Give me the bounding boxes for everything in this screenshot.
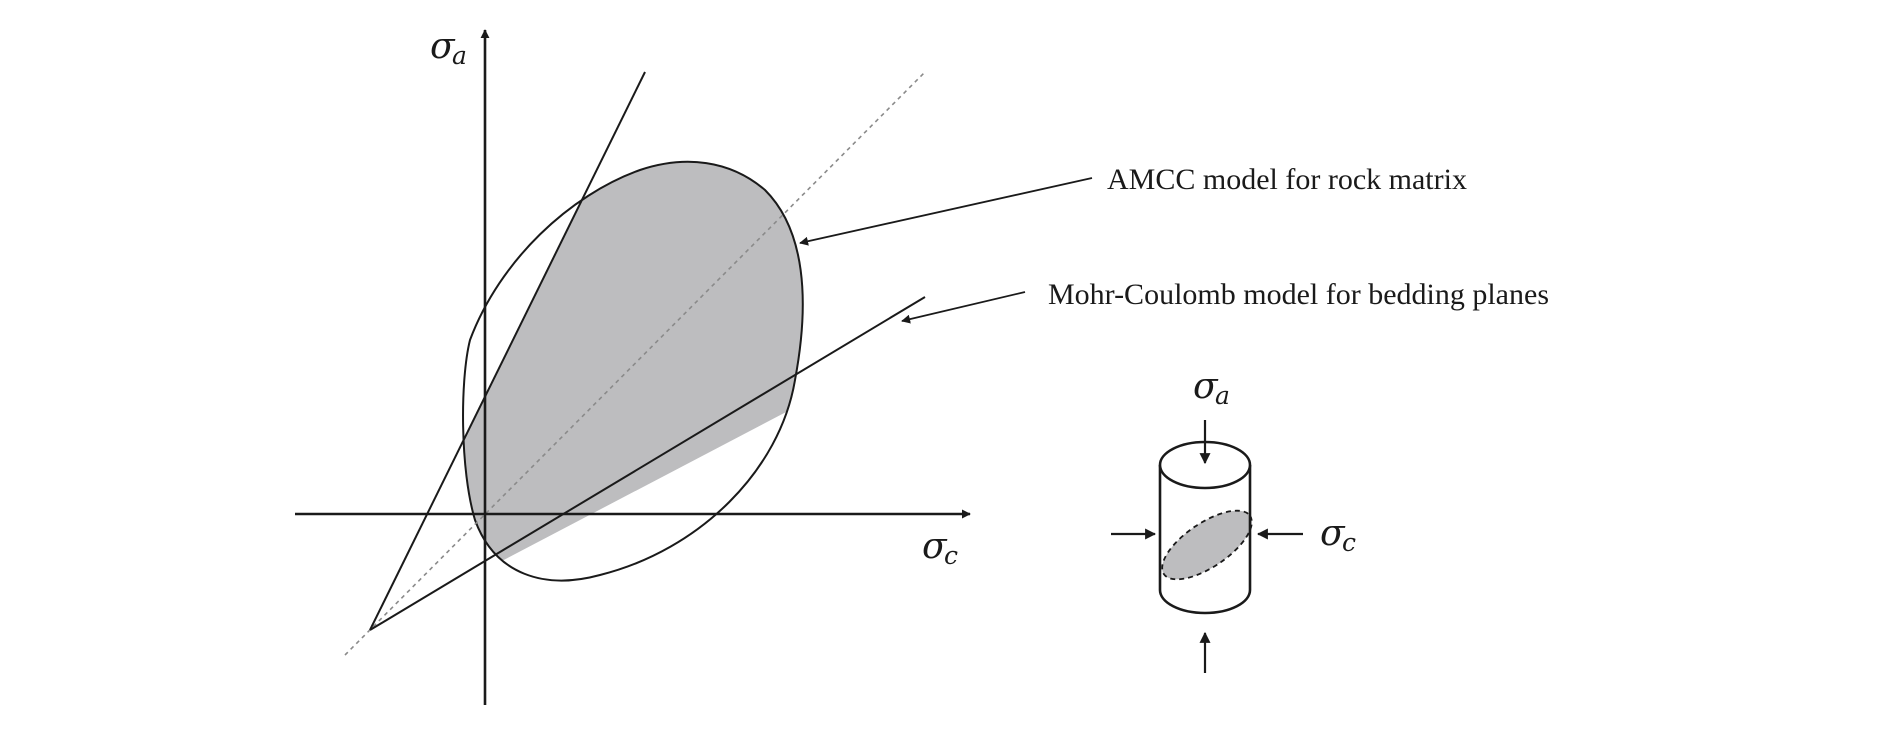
svg-text:a: a bbox=[452, 41, 467, 70]
svg-text:c: c bbox=[944, 541, 958, 570]
mohr-coulomb-pointer-arrow bbox=[901, 291, 1026, 324]
specimen-cylinder bbox=[1158, 440, 1253, 615]
svg-text:σ: σ bbox=[1193, 366, 1219, 407]
bedding-plane bbox=[1161, 509, 1253, 581]
mohr-coulomb-lower-line bbox=[369, 296, 926, 631]
sigma-c-axis-label: σ c bbox=[922, 526, 958, 570]
mohr-coulomb-upper-line bbox=[369, 71, 646, 631]
svg-text:σ: σ bbox=[430, 26, 456, 67]
amcc-ellipse bbox=[462, 160, 804, 582]
svg-text:c: c bbox=[1342, 528, 1356, 557]
specimen-sigma-a-label: σ a bbox=[1193, 366, 1230, 410]
specimen-sigma-c-label: σ c bbox=[1320, 513, 1356, 557]
svg-text:σ: σ bbox=[922, 526, 948, 567]
amcc-annotation: AMCC model for rock matrix bbox=[1107, 163, 1467, 196]
sigma-a-axis-label: σ a bbox=[430, 26, 467, 70]
mohr-coulomb-annotation: Mohr-Coulomb model for bedding planes bbox=[1048, 278, 1549, 311]
amcc-pointer-arrow bbox=[799, 177, 1093, 246]
svg-text:σ: σ bbox=[1320, 513, 1346, 554]
svg-text:a: a bbox=[1215, 381, 1230, 410]
dotted-diagonal-line bbox=[344, 71, 926, 656]
shaded-failure-region bbox=[463, 161, 803, 581]
